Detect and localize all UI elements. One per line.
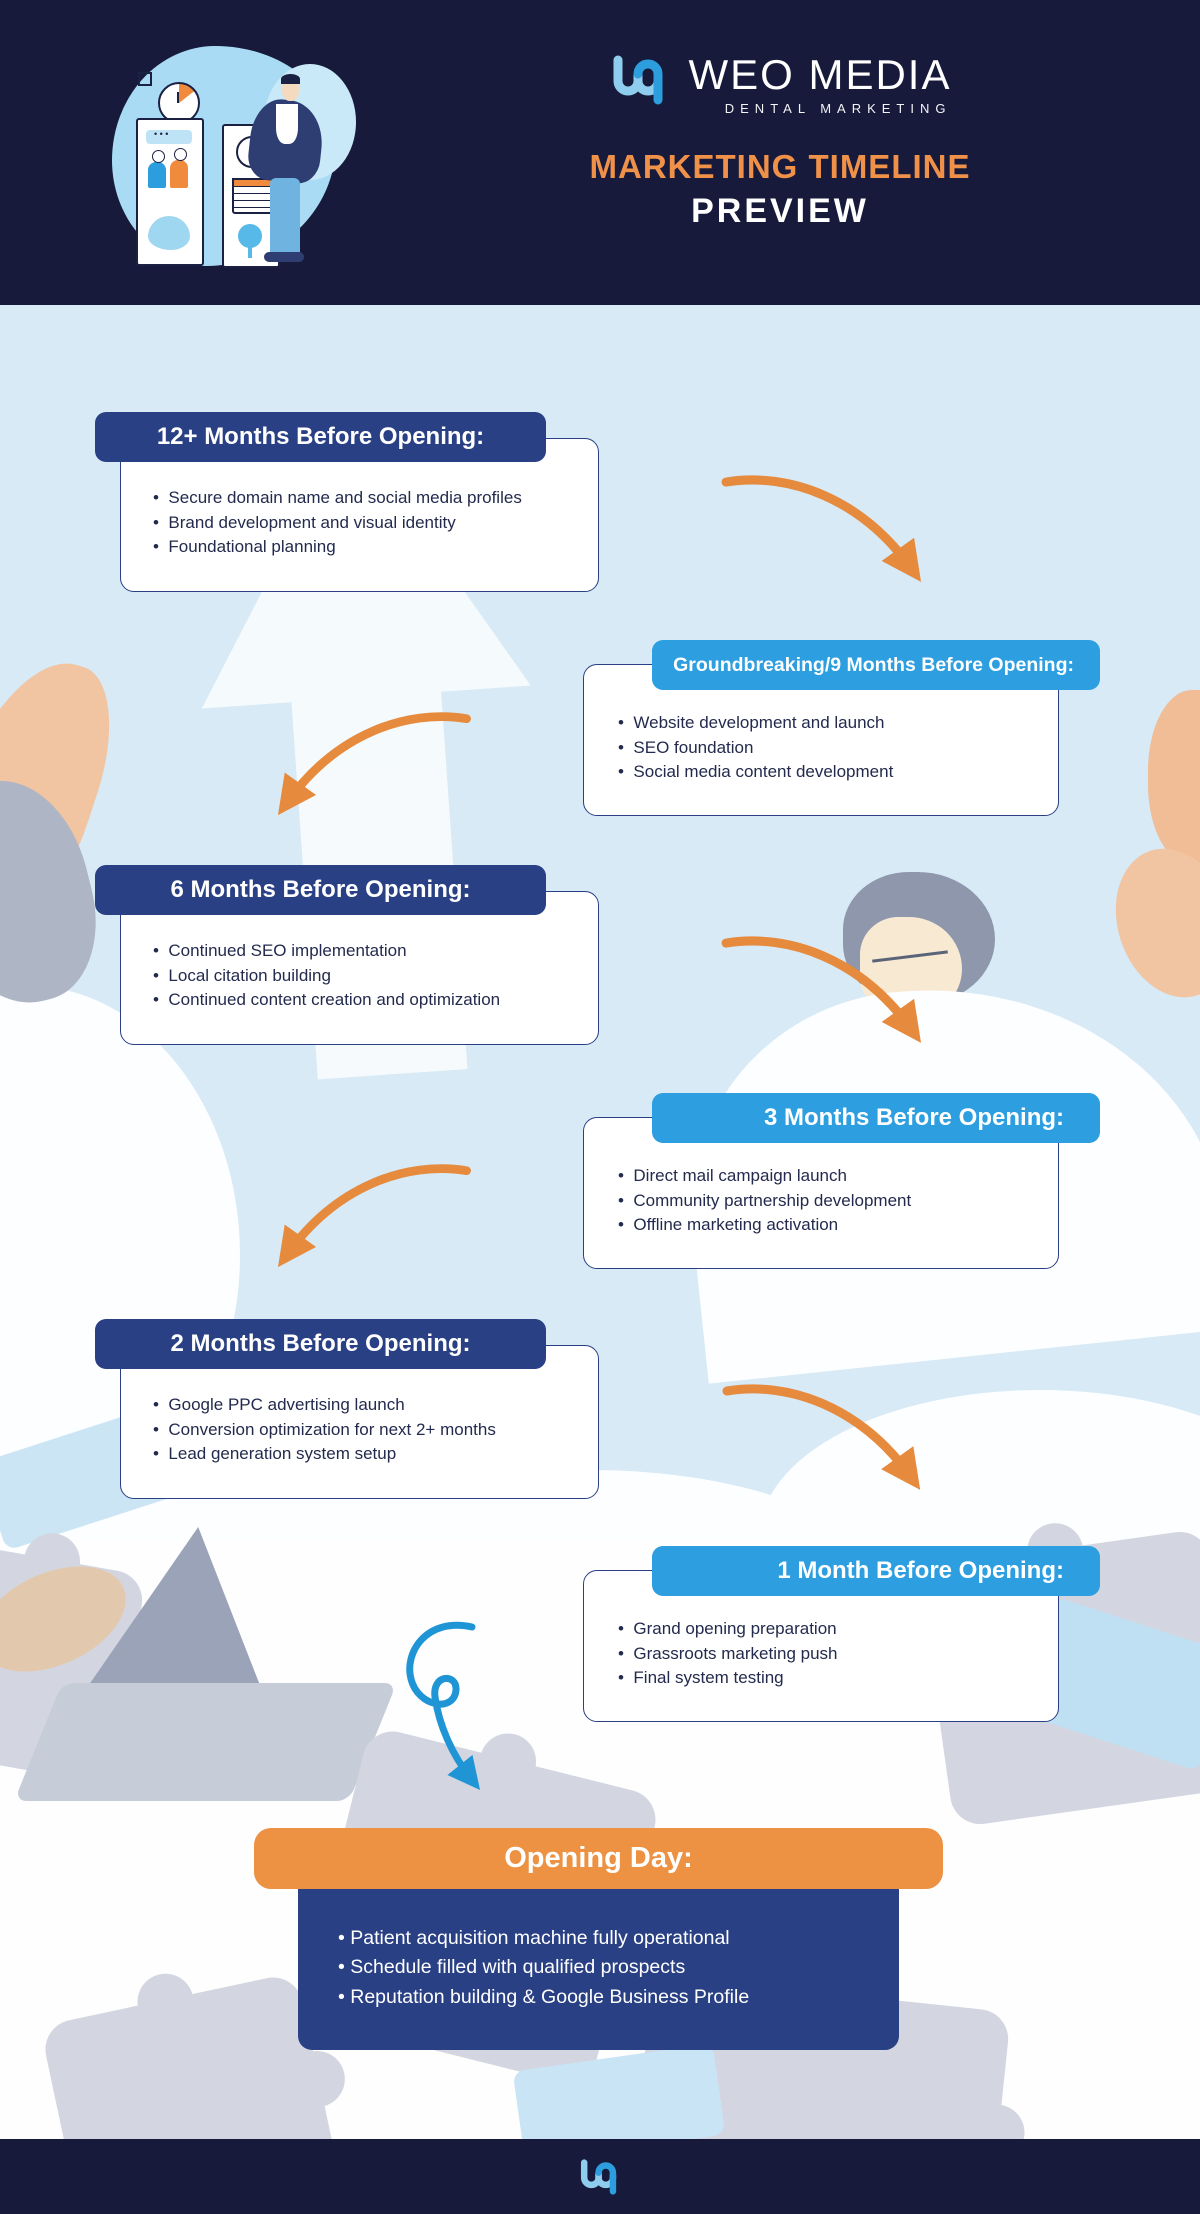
bullet-item: Community partnership development bbox=[618, 1189, 1044, 1214]
curve-arrow-down-left-icon bbox=[277, 1164, 471, 1268]
brand-text-stack: WEO MEDIA DENTAL MARKETING bbox=[688, 51, 952, 117]
person-head-icon bbox=[174, 148, 187, 161]
timeline-header-1-month: 1 Month Before Opening: bbox=[652, 1546, 1100, 1596]
bullet-item: Final system testing bbox=[618, 1666, 1044, 1691]
timeline-header-3-months: 3 Months Before Opening: bbox=[652, 1093, 1100, 1143]
timeline-card: Google PPC advertising launch Conversion… bbox=[120, 1345, 599, 1499]
bullet-item: Secure domain name and social media prof… bbox=[153, 486, 584, 511]
decor-person-hand bbox=[1097, 833, 1200, 1013]
opening-day-header: Opening Day: bbox=[254, 1828, 943, 1889]
brand-tagline: DENTAL MARKETING bbox=[724, 101, 952, 117]
decor-person-shoulder bbox=[1148, 690, 1200, 865]
bullet-item: Direct mail campaign launch bbox=[618, 1164, 1044, 1189]
illustration-panel-left bbox=[136, 118, 204, 266]
brain-icon bbox=[148, 216, 190, 250]
bullet-item: Offline marketing activation bbox=[618, 1213, 1044, 1238]
bullet-item: Brand development and visual identity bbox=[153, 511, 584, 536]
timeline-box-3-months: Direct mail campaign launch Community pa… bbox=[583, 1093, 1100, 1269]
header-banner: WEO MEDIA DENTAL MARKETING MARKETING TIM… bbox=[0, 0, 1200, 305]
person-icon bbox=[148, 162, 166, 188]
illustration-man-hair bbox=[281, 74, 300, 84]
header-title-block: WEO MEDIA DENTAL MARKETING MARKETING TIM… bbox=[380, 0, 1180, 305]
brand-name: WEO MEDIA bbox=[688, 51, 952, 98]
bulb-key-icon bbox=[238, 224, 262, 258]
timeline-box-2-months: Google PPC advertising launch Conversion… bbox=[95, 1319, 599, 1499]
chat-bubble-icon bbox=[146, 129, 192, 144]
bullet-item: Continued content creation and optimizat… bbox=[153, 988, 584, 1013]
curve-arrow-down-right-icon bbox=[721, 936, 922, 1043]
opening-day-card: Patient acquisition machine fully operat… bbox=[298, 1860, 899, 2050]
timeline-header-6-months: 6 Months Before Opening: bbox=[95, 865, 546, 915]
person-head-icon bbox=[152, 150, 165, 163]
bullet-item: Continued SEO implementation bbox=[153, 939, 584, 964]
weo-logo-icon bbox=[580, 2158, 617, 2195]
weo-logo-icon bbox=[613, 55, 663, 105]
bullet-item: Reputation building & Google Business Pr… bbox=[338, 1983, 879, 2012]
loop-arrow-down-icon bbox=[406, 1621, 481, 1791]
timeline-card: Continued SEO implementation Local citat… bbox=[120, 891, 599, 1045]
opening-day-section: Patient acquisition machine fully operat… bbox=[0, 1828, 1200, 2139]
bullet-item: Patient acquisition machine fully operat… bbox=[338, 1924, 879, 1953]
bullet-item: Conversion optimization for next 2+ mont… bbox=[153, 1418, 584, 1443]
timeline-header-12-months: 12+ Months Before Opening: bbox=[95, 412, 546, 462]
header-illustration bbox=[112, 38, 356, 273]
bullet-item: Grand opening preparation bbox=[618, 1617, 1044, 1642]
illustration-man-shoe bbox=[264, 252, 304, 262]
timeline-box-12-months: Secure domain name and social media prof… bbox=[95, 412, 599, 592]
curve-arrow-down-left-icon bbox=[277, 712, 471, 816]
footer-banner bbox=[0, 2139, 1200, 2214]
bullet-item: Foundational planning bbox=[153, 535, 584, 560]
timeline-box-6-months: Continued SEO implementation Local citat… bbox=[95, 865, 599, 1045]
timeline-header-groundbreaking: Groundbreaking/9 Months Before Opening: bbox=[652, 640, 1100, 690]
square-outline-icon bbox=[138, 72, 152, 86]
illustration-man-legs bbox=[270, 178, 300, 256]
decor-laptop-base bbox=[14, 1683, 397, 1801]
timeline-box-groundbreaking: Website development and launch SEO found… bbox=[583, 640, 1100, 816]
bullet-item: Local citation building bbox=[153, 964, 584, 989]
timeline-header-2-months: 2 Months Before Opening: bbox=[95, 1319, 546, 1369]
bullet-item: Lead generation system setup bbox=[153, 1442, 584, 1467]
calendar-icon bbox=[232, 178, 274, 214]
timeline-card: Secure domain name and social media prof… bbox=[120, 438, 599, 592]
timeline-canvas: Secure domain name and social media prof… bbox=[0, 305, 1200, 2139]
curve-arrow-down-right-icon bbox=[721, 475, 922, 582]
bullet-item: Google PPC advertising launch bbox=[153, 1393, 584, 1418]
brand-lockup: WEO MEDIA DENTAL MARKETING bbox=[380, 51, 1180, 117]
bullet-item: Schedule filled with qualified prospects bbox=[338, 1953, 879, 1982]
timeline-box-1-month: Grand opening preparation Grassroots mar… bbox=[583, 1546, 1100, 1723]
bullet-item: Website development and launch bbox=[618, 711, 1044, 736]
page-title: MARKETING TIMELINE bbox=[589, 148, 971, 185]
person-icon bbox=[170, 160, 188, 188]
bullet-item: SEO foundation bbox=[618, 736, 1044, 761]
bullet-item: Grassroots marketing push bbox=[618, 1642, 1044, 1667]
bullet-item: Social media content development bbox=[618, 760, 1044, 785]
page-subtitle: PREVIEW bbox=[691, 192, 869, 230]
illustration-man-shirt bbox=[276, 104, 298, 144]
curve-arrow-down-right-icon bbox=[722, 1384, 921, 1490]
